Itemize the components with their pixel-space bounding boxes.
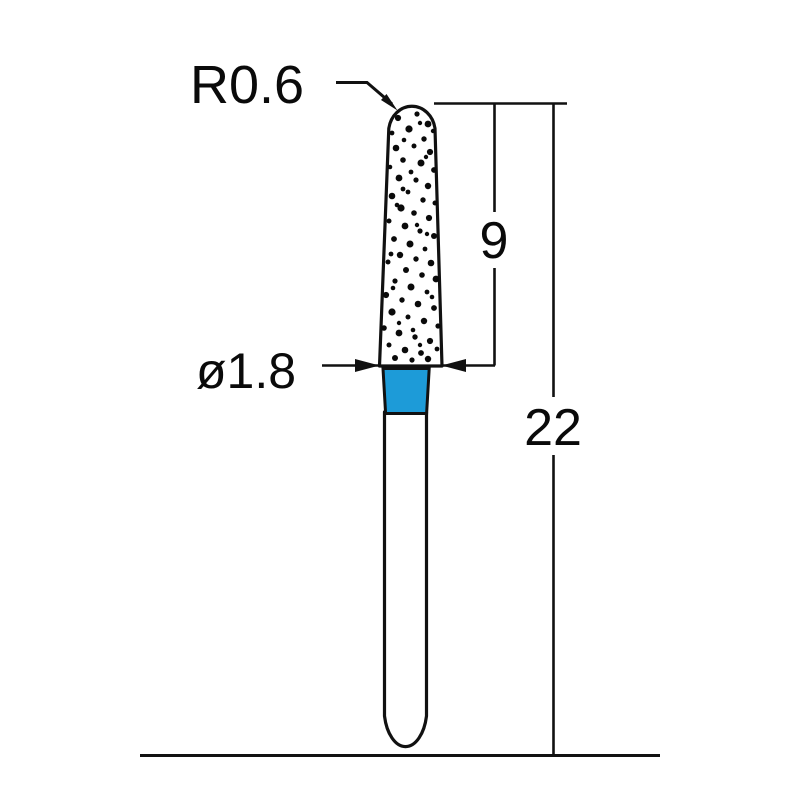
total-length-label: 22 xyxy=(524,399,582,457)
bur-color-band xyxy=(381,367,431,415)
head-diameter-label: ø1.8 xyxy=(196,343,296,399)
tip-radius-leader-group xyxy=(336,81,398,111)
head-diameter-arrow-right xyxy=(441,359,466,372)
head-length-dimension-group xyxy=(434,102,567,366)
tip-radius-leader-line xyxy=(336,81,393,106)
head-length-label: 9 xyxy=(480,212,509,270)
bur-shank-outline xyxy=(382,410,429,749)
bur-part-group xyxy=(377,104,444,749)
tip-radius-label: R0.6 xyxy=(190,55,304,115)
diamond-grit-speckles xyxy=(381,106,441,363)
tip-radius-arrow-head xyxy=(381,94,398,111)
head-diameter-dimension-group xyxy=(322,359,495,372)
bur-head-outline xyxy=(377,104,444,368)
head-diameter-arrow-left xyxy=(355,359,380,372)
